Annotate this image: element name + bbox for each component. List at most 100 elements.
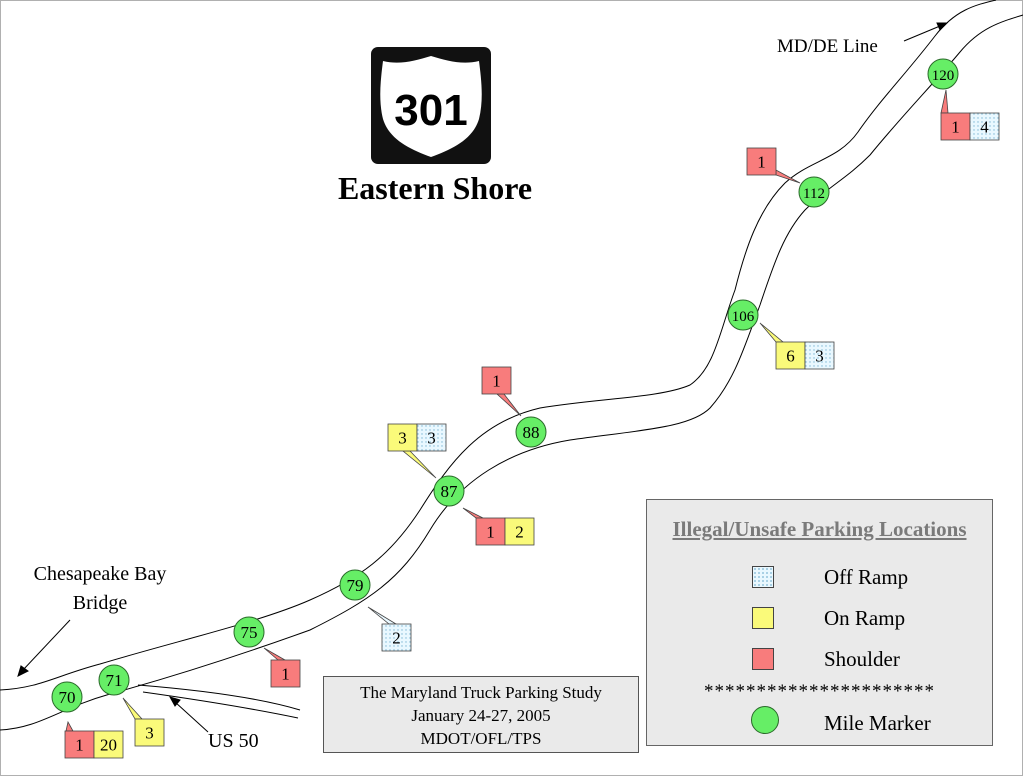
- mile-marker-112: 112: [798, 176, 830, 208]
- us50-arrow: [168, 696, 209, 733]
- shoulder-count: 1: [281, 665, 290, 684]
- on-ramp-box: [387, 423, 418, 452]
- legend: Illegal/Unsafe Parking Locations Off Ram…: [646, 499, 993, 746]
- legend-off-ramp-swatch: [752, 566, 774, 588]
- bridge-label: Chesapeake Bay Bridge: [33, 563, 167, 614]
- us50-road: [142, 691, 299, 719]
- page-title: Eastern Shore: [337, 170, 533, 206]
- mile-marker-label: 88: [523, 423, 540, 442]
- mile-marker-label: 70: [59, 688, 76, 707]
- callout-pointer: [759, 322, 785, 343]
- us50-label: US 50: [208, 730, 259, 752]
- mile-marker-75: 75: [233, 616, 265, 648]
- callout-pointer: [495, 393, 522, 417]
- mile-marker-icon: [51, 681, 83, 713]
- mile-marker-label: 71: [106, 671, 123, 690]
- legend-separator: **********************: [704, 681, 935, 702]
- shoulder-box: [64, 730, 95, 759]
- shoulder-count: 1: [951, 118, 960, 137]
- callout-mile-79: 2: [367, 606, 412, 652]
- callout-mile-71: 3: [122, 697, 165, 747]
- study-dates: January 24-27, 2005: [411, 706, 551, 725]
- callout-mile-88: 1: [481, 366, 522, 417]
- shoulder-box: [481, 366, 512, 395]
- on-ramp-box: [93, 730, 124, 759]
- on-ramp-count: 6: [786, 347, 795, 366]
- mile-marker-88: 88: [515, 416, 547, 448]
- legend-mile-marker-icon: [751, 706, 779, 734]
- off-ramp-box: [381, 623, 412, 652]
- mile-marker-icon: [727, 299, 759, 331]
- mile-marker-87: 87: [433, 475, 465, 507]
- shoulder-count: 1: [757, 153, 766, 172]
- on-ramp-box: [504, 517, 535, 546]
- off-ramp-count: 4: [980, 118, 989, 137]
- shoulder-box: [940, 112, 971, 141]
- mile-marker-icon: [233, 616, 265, 648]
- mile-marker-icon: [798, 176, 830, 208]
- mile-marker-106: 106: [727, 299, 759, 331]
- mile-marker-label: 87: [441, 482, 459, 501]
- callout-pointer: [462, 507, 484, 519]
- mile-marker-79: 79: [339, 569, 371, 601]
- off-ramp-count: 2: [392, 629, 401, 648]
- legend-shoulder-label: Shoulder: [824, 647, 900, 671]
- shoulder-count: 1: [486, 523, 495, 542]
- bridge-arrow: [17, 619, 71, 677]
- shoulder-count: 1: [492, 372, 501, 391]
- off-ramp-count: 3: [815, 347, 824, 366]
- off-ramp-box: [416, 423, 447, 452]
- callout-pointer: [401, 450, 437, 479]
- us50-road: [137, 684, 301, 711]
- on-ramp-count: 3: [145, 724, 154, 743]
- off-ramp-box: [804, 341, 835, 370]
- legend-mile-marker-label: Mile Marker: [824, 711, 931, 735]
- mile-marker-label: 120: [932, 68, 955, 84]
- mile-marker-icon: [515, 416, 547, 448]
- mile-marker-label: 106: [732, 309, 755, 325]
- callout-mile-70: 1 20: [64, 720, 124, 759]
- mile-marker-label: 112: [803, 186, 825, 202]
- callout-mile-75: 1: [263, 647, 301, 688]
- shoulder-box: [475, 517, 506, 546]
- mile-marker-label: 79: [347, 576, 364, 595]
- legend-title: Illegal/Unsafe Parking Locations: [672, 517, 967, 541]
- on-ramp-box: [775, 341, 806, 370]
- mile-marker-label: 75: [241, 623, 258, 642]
- callout-mile-112: 1: [746, 147, 801, 184]
- md-de-arrow: [903, 22, 949, 42]
- mile-marker-70: 70: [51, 681, 83, 713]
- route-shield-icon: 301: [371, 47, 491, 164]
- mile-marker-icon: [339, 569, 371, 601]
- mile-marker-icon: [433, 475, 465, 507]
- legend-on-ramp-label: On Ramp: [824, 606, 906, 630]
- on-ramp-count: 2: [515, 523, 524, 542]
- study-info-box: The Maryland Truck Parking Study January…: [323, 676, 639, 753]
- off-ramp-count: 3: [427, 429, 436, 448]
- callout-pointer: [775, 169, 801, 184]
- legend-shoulder-swatch: [752, 648, 774, 670]
- mile-marker-120: 120: [927, 58, 959, 90]
- on-ramp-count: 3: [398, 429, 407, 448]
- road-edge-south: [0, 14, 1023, 731]
- md-de-line-label: MD/DE Line: [777, 36, 878, 57]
- on-ramp-count: 20: [100, 736, 117, 755]
- off-ramp-box: [969, 112, 1000, 141]
- mile-marker-71: 71: [98, 664, 130, 696]
- study-name: The Maryland Truck Parking Study: [360, 683, 602, 702]
- callout-pointer: [940, 89, 949, 114]
- study-agency: MDOT/OFL/TPS: [420, 729, 542, 748]
- shoulder-box: [270, 659, 301, 688]
- legend-on-ramp-swatch: [752, 607, 774, 629]
- shoulder-count: 1: [75, 736, 84, 755]
- shoulder-box: [746, 147, 777, 176]
- callout-pointer: [122, 697, 143, 720]
- on-ramp-box: [134, 718, 165, 747]
- callout-pointer: [65, 720, 74, 732]
- mile-marker-icon: [927, 58, 959, 90]
